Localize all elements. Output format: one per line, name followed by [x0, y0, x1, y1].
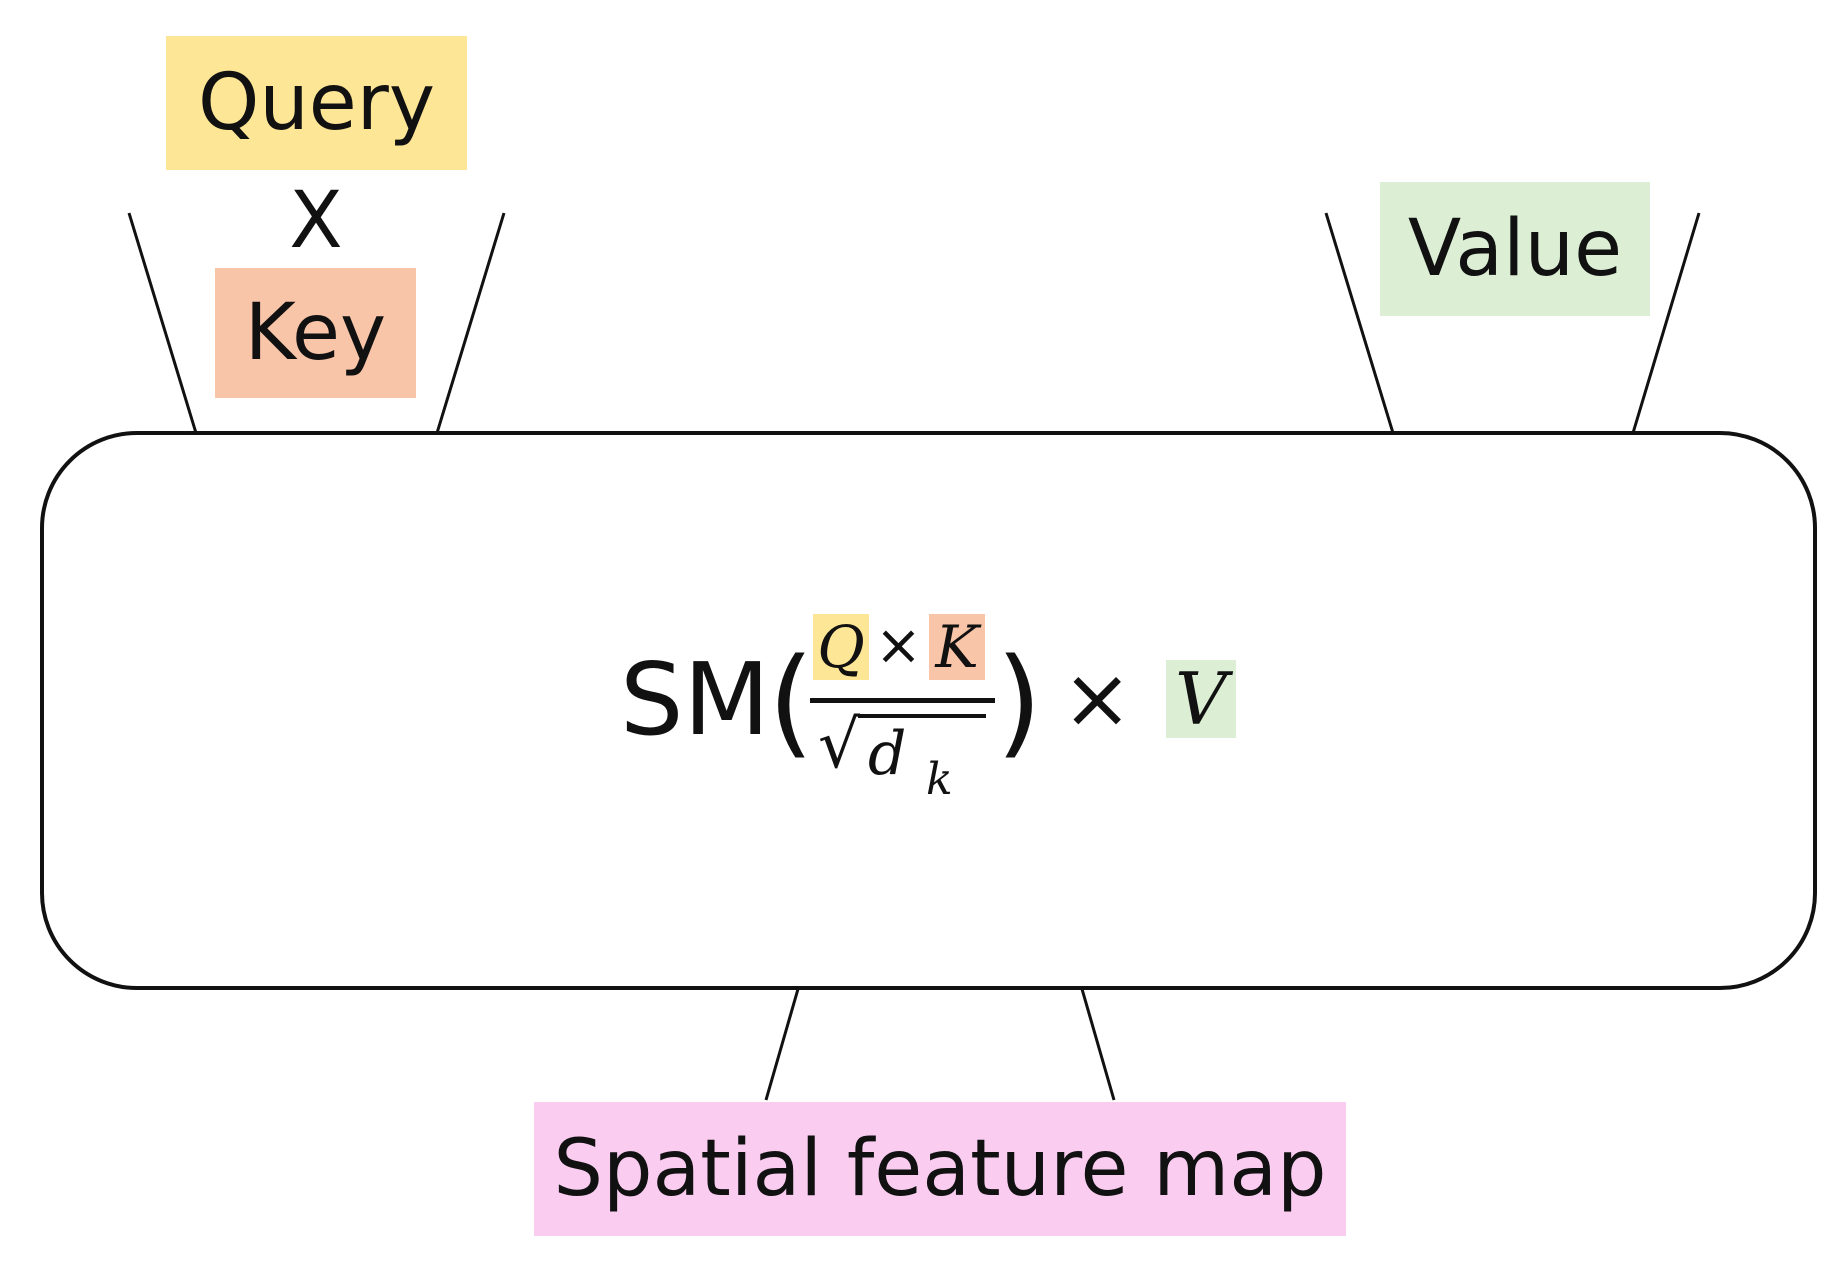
softmax-function: SM [620, 641, 770, 758]
key-variable: K [929, 614, 985, 680]
key-label: Key [215, 268, 416, 398]
sqrt-radical: √ [818, 706, 861, 783]
value-variable: V [1166, 660, 1236, 738]
output-funnel-left-line [764, 988, 800, 1101]
qk-funnel-right-line [435, 212, 506, 434]
value-funnel-left-line [1324, 212, 1395, 434]
value-funnel-right-line [1631, 212, 1701, 434]
attention-formula: SM ( Q × K √ d k ) × V [600, 600, 1260, 840]
outer-multiply: × [1062, 649, 1133, 747]
value-label: Value [1380, 182, 1650, 316]
fraction-bar [810, 698, 995, 703]
query-variable: Q [813, 614, 869, 680]
multiply-sign: X [289, 176, 343, 266]
qk-funnel-left-line [127, 212, 198, 434]
dimension-subscript: k [926, 754, 953, 805]
output-funnel-right-line [1080, 988, 1116, 1101]
numerator-multiply: × [875, 613, 922, 678]
close-paren: ) [996, 632, 1043, 770]
dimension-variable: d [868, 719, 907, 789]
open-paren: ( [768, 632, 815, 770]
sqrt-overline [858, 714, 986, 718]
query-label: Query [166, 36, 467, 170]
attention-box [40, 431, 1817, 990]
output-label: Spatial feature map [534, 1102, 1346, 1236]
